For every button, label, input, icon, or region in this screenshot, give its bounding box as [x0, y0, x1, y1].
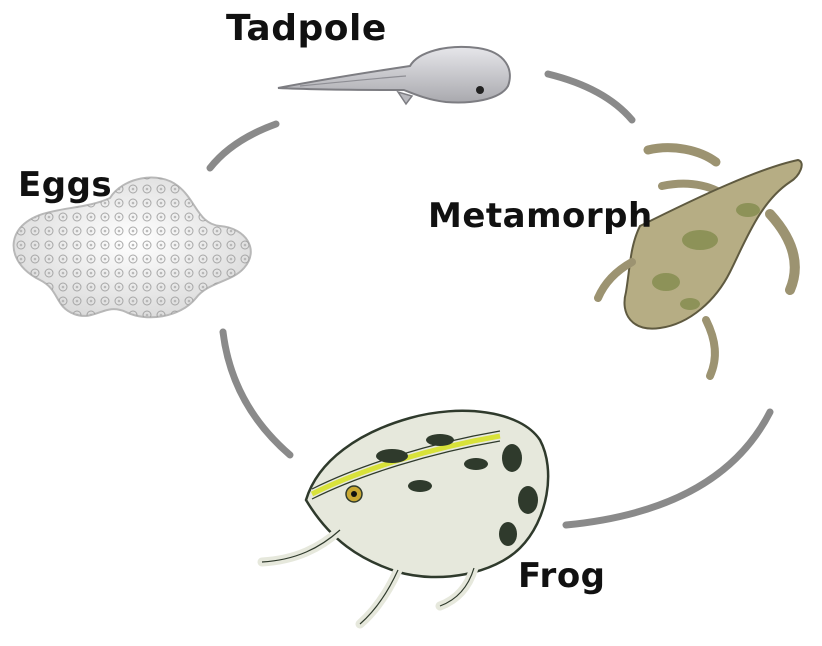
metamorph-label: Metamorph — [428, 196, 653, 236]
arrow-tadpole-to-metamorph — [548, 74, 632, 120]
eggs-label: Eggs — [18, 165, 112, 205]
frog-illustration — [262, 411, 548, 624]
arrow-frog-to-eggs — [223, 332, 290, 455]
arrow-metamorph-to-frog — [566, 412, 770, 525]
arrow-eggs-to-tadpole — [210, 124, 276, 168]
metamorph-illustration — [598, 148, 802, 376]
frog-label: Frog — [518, 556, 606, 596]
tadpole-label: Tadpole — [226, 8, 387, 49]
tadpole-illustration — [278, 47, 510, 104]
